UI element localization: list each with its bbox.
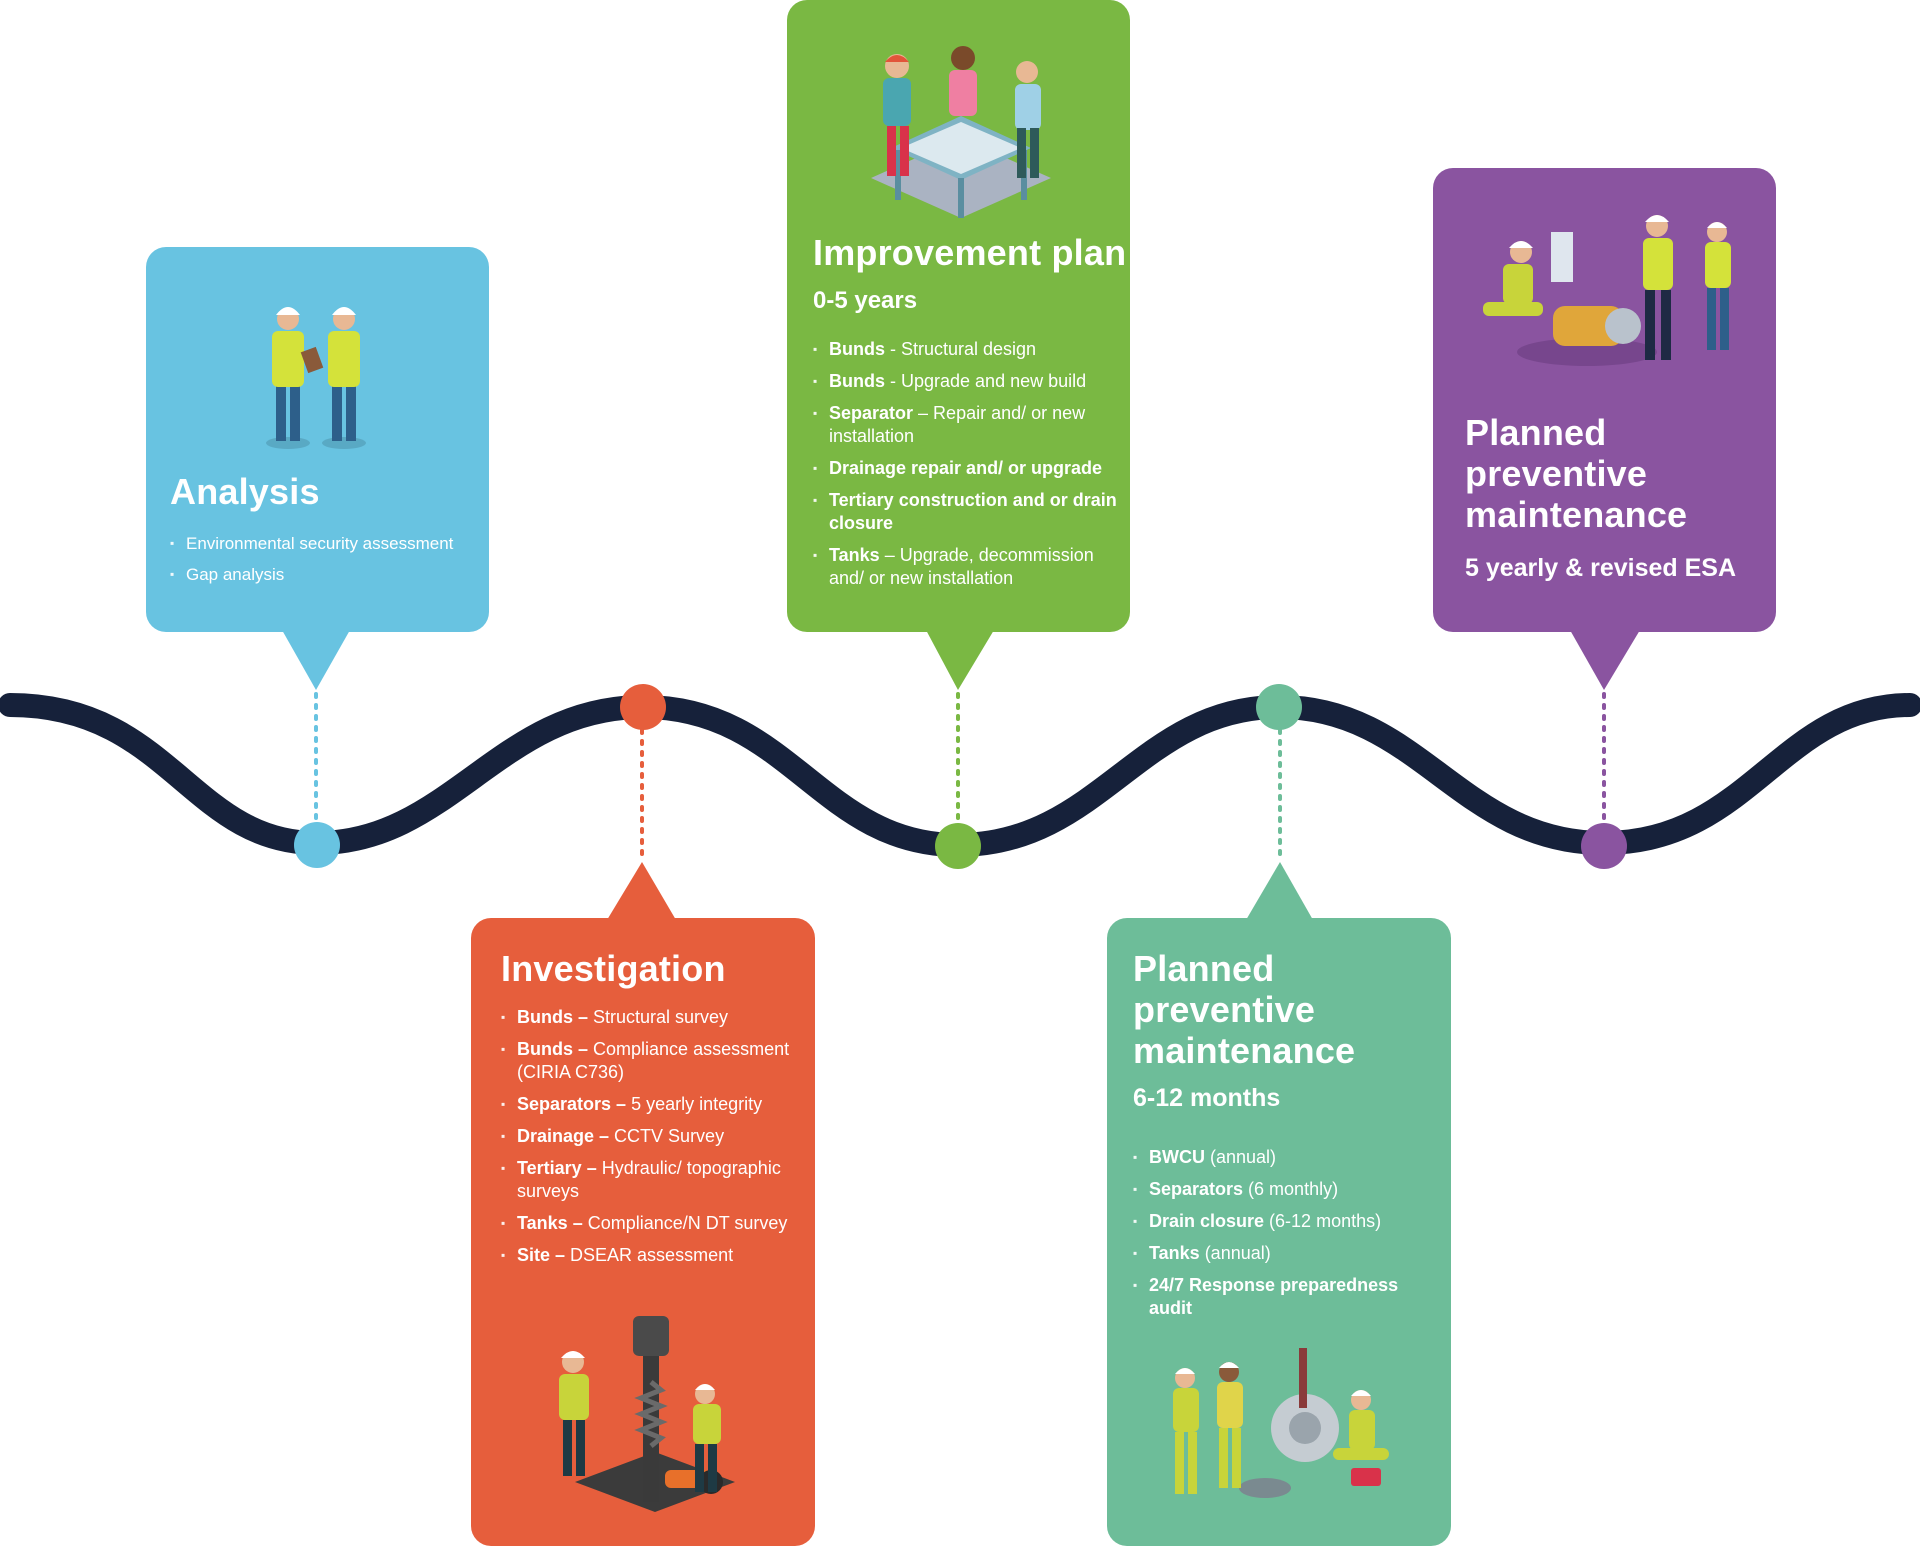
analysis-list: Environmental security assessmentGap ana… (170, 532, 480, 594)
list-item-label: Drainage repair and/ or upgrade (829, 458, 1103, 478)
list-item-text: (annual) (1199, 1243, 1271, 1263)
improvement-subtitle: 0-5 years (813, 287, 918, 314)
ppm-top-pointer (1570, 630, 1640, 690)
improvement-pointer (926, 630, 994, 690)
list-item-text: - Structural design (885, 339, 1037, 359)
drain-cleaning-illustration (1155, 1338, 1405, 1518)
list-item-label: Tanks – (517, 1213, 583, 1233)
ppm-bottom-card: Planned preventive maintenance 6-12 mont… (1107, 918, 1451, 1546)
list-item: Tertiary – Hydraulic/ topographic survey… (501, 1157, 806, 1203)
list-item-text: Structural survey (588, 1007, 729, 1027)
investigation-marker (620, 684, 666, 730)
list-item: Drainage repair and/ or upgrade (813, 457, 1118, 480)
ppm-bottom-subtitle: 6-12 months (1133, 1084, 1281, 1112)
list-item-text: (annual) (1205, 1147, 1277, 1167)
list-item-text: Compliance/N DT survey (582, 1213, 788, 1233)
list-item-label: Separator (829, 403, 914, 423)
ppm-bottom-title: Planned preventive maintenance (1133, 948, 1356, 1071)
list-item: Gap analysis (170, 563, 480, 586)
list-item: Site – DSEAR assessment (501, 1244, 806, 1267)
ppm-top-title: Planned preventive maintenance (1465, 412, 1688, 535)
list-item-label: Bunds – (517, 1007, 589, 1027)
list-item: Bunds - Upgrade and new build (813, 370, 1118, 393)
list-item-text: Gap analysis (186, 565, 285, 584)
list-item: Bunds - Structural design (813, 338, 1118, 361)
improvement-marker (935, 823, 981, 869)
list-item-text: DSEAR assessment (565, 1245, 734, 1265)
investigation-title: Investigation (501, 948, 726, 989)
list-item-label: Bunds (829, 371, 885, 391)
list-item-text: – Repair and/ or new installation (829, 403, 1086, 446)
list-item-text: - Upgrade and new build (885, 371, 1087, 391)
list-item-label: Tanks (829, 545, 880, 565)
ppm-bottom-pointer (1246, 862, 1313, 920)
list-item-text: 5 yearly integrity (626, 1094, 763, 1114)
list-item: Drainage – CCTV Survey (501, 1125, 806, 1148)
list-item: Drain closure (6-12 months) (1133, 1210, 1445, 1233)
list-item: Tertiary construction and or drain closu… (813, 489, 1118, 535)
improvement-title: Improvement plan (813, 232, 1127, 273)
ppm-top-marker (1581, 823, 1627, 869)
list-item: Bunds – Compliance assessment (CIRIA C73… (501, 1038, 806, 1084)
list-item: BWCU (annual) (1133, 1146, 1445, 1169)
two-workers-illustration (226, 283, 396, 453)
list-item-label: Tanks (1149, 1243, 1200, 1263)
list-item-text: CCTV Survey (609, 1126, 725, 1146)
analysis-pointer (282, 630, 350, 690)
planning-team-illustration (851, 28, 1071, 228)
analysis-title: Analysis (170, 471, 320, 512)
list-item-text: – Upgrade, decommission and/ or new inst… (829, 545, 1094, 588)
list-item: Separators – 5 yearly integrity (501, 1093, 806, 1116)
list-item: Tanks – Upgrade, decommission and/ or ne… (813, 544, 1118, 590)
list-item-label: Drainage – (517, 1126, 610, 1146)
improvement-card: Improvement plan 0-5 years Bunds - Struc… (787, 0, 1130, 632)
ppm-bottom-list: BWCU (annual) Separators (6 monthly) Drain… (1133, 1146, 1445, 1329)
list-item-text: Environmental security assessment (186, 534, 454, 553)
analysis-card: Analysis Environmental security assessme… (146, 247, 489, 632)
list-item-label: Tertiary – (517, 1158, 597, 1178)
list-item: Bunds – Structural survey (501, 1006, 806, 1029)
ppm-top-card: Planned preventive maintenance 5 yearly … (1433, 168, 1776, 632)
list-item-label: Tertiary construction and or drain closu… (829, 490, 1117, 533)
list-item-text: (6 monthly) (1243, 1179, 1339, 1199)
list-item: Tanks – Compliance/N DT survey (501, 1212, 806, 1235)
improvement-list: Bunds - Structural designBunds - Upgrade… (813, 338, 1118, 599)
analysis-marker (294, 822, 340, 868)
list-item-label: Bunds – (517, 1039, 589, 1059)
list-item-label: Drain closure (1149, 1211, 1265, 1231)
list-item: Separators (6 monthly) (1133, 1178, 1445, 1201)
list-item-text: Compliance assessment (CIRIA C736) (517, 1039, 790, 1082)
list-item: Environmental security assessment (170, 532, 480, 555)
investigation-card: Investigation Bunds – Structural surveyB… (471, 918, 815, 1546)
drilling-rig-illustration (535, 1302, 755, 1522)
maintenance-inspection-illustration (1457, 202, 1753, 382)
list-item-label: Bunds (829, 339, 885, 359)
list-item-text: (6-12 months) (1264, 1211, 1382, 1231)
list-item-label: Site – (517, 1245, 566, 1265)
investigation-list: Bunds – Structural surveyBunds – Complia… (501, 1006, 806, 1276)
list-item: Separator – Repair and/ or new installat… (813, 402, 1118, 448)
list-item-label: Separators – (517, 1094, 627, 1114)
investigation-pointer (607, 862, 676, 920)
ppm-bottom-marker (1256, 684, 1302, 730)
list-item: Tanks (annual) (1133, 1242, 1445, 1265)
list-item: 24/7 Response preparedness audit (1133, 1274, 1445, 1320)
list-item-label: BWCU (1149, 1147, 1205, 1167)
list-item-label: 24/7 Response preparedness audit (1149, 1275, 1399, 1318)
list-item-label: Separators (1149, 1179, 1244, 1199)
ppm-top-subtitle: 5 yearly & revised ESA (1465, 554, 1736, 582)
list-item-text: Hydraulic/ topographic surveys (517, 1158, 781, 1201)
